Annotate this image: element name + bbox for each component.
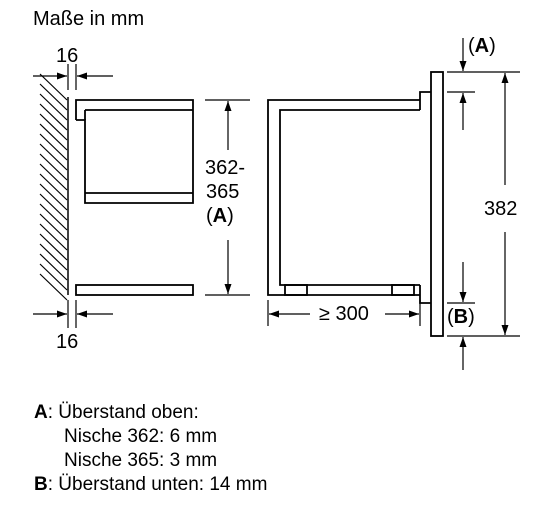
cabinet-front-view — [75, 99, 194, 296]
legend-text-b: : Überstand unten: 14 mm — [47, 474, 268, 495]
legend-row-a: A: Überstand oben: — [34, 401, 267, 425]
hatch-stroke — [39, 243, 68, 271]
dimension-wall-offset-top — [33, 64, 113, 90]
label-wall-offset-bottom: 16 — [56, 331, 78, 353]
hatch-stroke — [39, 223, 68, 251]
hatch-stroke — [39, 83, 68, 111]
legend-row-b: B: Überstand unten: 14 mm — [34, 473, 267, 497]
hatch-stroke — [39, 73, 68, 101]
legend-row-a-line3: Nische 365: 3 mm — [64, 450, 218, 471]
hatch-stroke — [39, 133, 68, 161]
wall-hatching — [39, 73, 69, 301]
legend-key-a: A — [34, 402, 48, 423]
hatch-stroke — [39, 93, 68, 121]
overhang-top-marker — [447, 38, 475, 130]
hatch-stroke — [39, 203, 68, 231]
hatch-stroke — [39, 103, 68, 131]
hatch-stroke — [39, 183, 68, 211]
label-niche-height-line2: 365 — [206, 181, 239, 203]
hatch-stroke — [39, 173, 68, 201]
label-overhang-top: (A) — [468, 35, 496, 57]
hatch-stroke — [39, 143, 68, 171]
hatch-stroke — [39, 123, 68, 151]
hatch-stroke — [39, 273, 68, 301]
dimension-depth — [267, 300, 421, 326]
hatch-stroke — [39, 163, 68, 191]
legend: A: Überstand oben: Nische 362: 6 mm Nisc… — [34, 401, 267, 497]
label-total-height: 382 — [484, 198, 517, 220]
hatch-stroke — [39, 193, 68, 221]
dimension-wall-offset-bottom — [33, 300, 113, 328]
hatch-stroke — [39, 253, 68, 281]
legend-key-b: B — [34, 474, 48, 495]
overhang-bottom-marker — [447, 262, 475, 370]
diagram-title: Maße in mm — [33, 8, 144, 30]
label-niche-height-key: (A) — [206, 205, 234, 227]
legend-text-a: : Überstand oben: — [47, 402, 199, 423]
legend-row-a-line2: Nische 362: 6 mm — [64, 426, 218, 447]
hatch-stroke — [39, 113, 68, 141]
label-overhang-bottom: (B) — [447, 306, 475, 328]
hatch-stroke — [39, 233, 68, 261]
hatch-stroke — [39, 153, 68, 181]
dimension-total-height — [447, 71, 520, 337]
appliance-side-view — [267, 71, 444, 337]
hatch-stroke — [39, 213, 68, 241]
label-wall-offset-top: 16 — [56, 45, 78, 67]
dimension-niche-height — [205, 99, 250, 296]
label-depth: ≥ 300 — [319, 303, 369, 325]
hatch-stroke — [39, 263, 68, 291]
label-niche-height-line1: 362- — [205, 157, 245, 179]
